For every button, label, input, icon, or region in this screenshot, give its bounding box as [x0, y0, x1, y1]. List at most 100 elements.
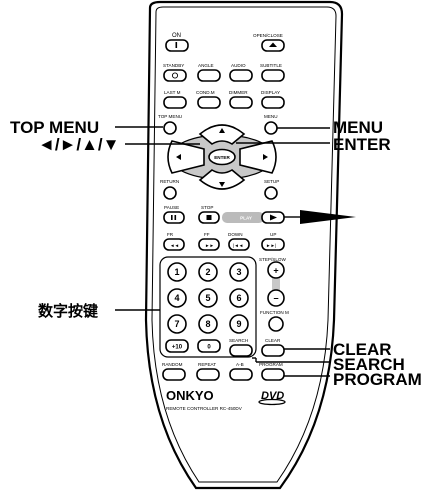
up-arrow-icon: [219, 128, 225, 133]
a-b-label: A-B: [236, 362, 244, 367]
right-arrow-icon: [263, 154, 268, 160]
eject-icon: [269, 42, 277, 47]
search-button[interactable]: [229, 344, 253, 357]
up-skip-label: UP: [270, 232, 276, 237]
angle-label: ANGLE: [198, 63, 214, 68]
digit-7-label: 7: [174, 319, 179, 329]
right-button[interactable]: [239, 140, 277, 174]
ff-label: FF: [204, 232, 210, 237]
digit-0-button[interactable]: [197, 339, 221, 353]
down-button[interactable]: [198, 169, 246, 190]
digit-2-label: 2: [205, 267, 210, 277]
repeat-button[interactable]: [196, 368, 220, 381]
clear-button[interactable]: [261, 344, 285, 357]
left-button[interactable]: [167, 140, 205, 174]
digit-5-button[interactable]: [198, 288, 218, 308]
setup-button[interactable]: [264, 186, 278, 200]
standby-label: STANDBY: [163, 63, 184, 68]
callout-enter: ENTER: [333, 135, 391, 154]
down-arrow-icon: [219, 182, 225, 187]
callout-arrows: ◄/►/▲/▼: [38, 135, 119, 154]
skip-back-button[interactable]: [228, 238, 250, 251]
function-m-button[interactable]: [268, 316, 284, 332]
digit-7-button[interactable]: [167, 314, 187, 334]
play-band: [222, 212, 264, 223]
fr-button[interactable]: [163, 238, 185, 251]
digit-6-label: 6: [236, 293, 241, 303]
dimmer-button[interactable]: [229, 96, 253, 109]
power-icon: [175, 42, 178, 48]
step-slow-label: STEP/SLOW: [259, 257, 286, 262]
fr-label: FR: [167, 232, 174, 237]
audio-button[interactable]: [229, 69, 253, 82]
display-button[interactable]: [261, 96, 285, 109]
callout-search: SEARCH: [333, 355, 405, 374]
stop-icon: [206, 215, 212, 220]
number-pad: [159, 256, 257, 358]
a-b-button[interactable]: [229, 368, 253, 381]
callout-top-menu: TOP MENU: [10, 118, 99, 137]
angle-button[interactable]: [197, 69, 221, 82]
on-label: ON: [172, 33, 181, 39]
repeat-label: REPEAT: [198, 362, 216, 367]
left-arrow-icon: [176, 154, 181, 160]
plus10-button[interactable]: [165, 339, 189, 353]
skip-back-icon: |◄◄: [233, 243, 243, 248]
digit-4-button[interactable]: [167, 288, 187, 308]
callout-clear: CLEAR: [333, 340, 392, 359]
pause-button[interactable]: [163, 211, 185, 224]
digit-9-label: 9: [236, 319, 241, 329]
stop-label: STOP: [201, 205, 213, 210]
rewind-icon: ◄◄: [170, 243, 179, 248]
brand-logo: ONKYO: [166, 388, 214, 403]
ff-button[interactable]: [198, 238, 220, 251]
digit-3-button[interactable]: [229, 262, 249, 282]
skip-forward-button[interactable]: [261, 238, 285, 251]
last-m-label: LAST M: [164, 90, 181, 95]
step-slow-bar: [272, 270, 280, 302]
digit-4-label: 4: [174, 293, 179, 303]
top-menu-button[interactable]: [163, 121, 177, 135]
callout-number-keys: 数字按键: [38, 302, 98, 320]
play-icon: [270, 214, 277, 221]
digit-2-button[interactable]: [198, 262, 218, 282]
menu-button[interactable]: [264, 121, 278, 135]
digit-9-button[interactable]: [229, 314, 249, 334]
dimmer-label: DIMMER: [229, 90, 248, 95]
pause-icon: [171, 215, 173, 220]
subtitle-label: SUBTITLE: [260, 63, 282, 68]
digit-1-label: 1: [174, 267, 179, 277]
digit-1-button[interactable]: [167, 262, 187, 282]
plus10-label: +10: [172, 345, 183, 351]
last-m-button[interactable]: [163, 96, 187, 109]
function-m-label: FUNCTION M: [260, 310, 289, 315]
program-label: PROGRAM: [259, 362, 283, 367]
standby-button[interactable]: [163, 69, 187, 82]
digit-0-label: 0: [207, 345, 211, 351]
model-label: REMOTE CONTROLLER RC-450DV: [166, 406, 243, 411]
cond-m-label: COND.M: [196, 90, 215, 95]
callout-menu: MENU: [333, 118, 383, 137]
dvd-logo-swoosh: [258, 398, 286, 406]
step-minus-button[interactable]: [267, 289, 285, 307]
step-plus-button[interactable]: [267, 261, 285, 279]
enter-button[interactable]: [208, 148, 236, 166]
digit-8-button[interactable]: [198, 314, 218, 334]
audio-label: AUDIO: [231, 63, 246, 68]
digit-6-button[interactable]: [229, 288, 249, 308]
return-button[interactable]: [163, 186, 177, 200]
cond-m-button[interactable]: [197, 96, 221, 109]
top-menu-label: TOP MENU: [158, 114, 182, 119]
play-label: PLAY: [240, 216, 252, 221]
standby-icon: [171, 72, 179, 79]
fast-forward-icon: ►►: [205, 243, 214, 248]
pause-label: PAUSE: [164, 205, 179, 210]
down-skip-label: DOWN: [228, 232, 243, 237]
program-button[interactable]: [261, 368, 285, 381]
random-button[interactable]: [162, 368, 186, 381]
digit-8-label: 8: [205, 319, 210, 329]
up-button[interactable]: [198, 124, 246, 145]
remote-body-inner: [151, 6, 337, 483]
subtitle-button[interactable]: [261, 69, 285, 82]
